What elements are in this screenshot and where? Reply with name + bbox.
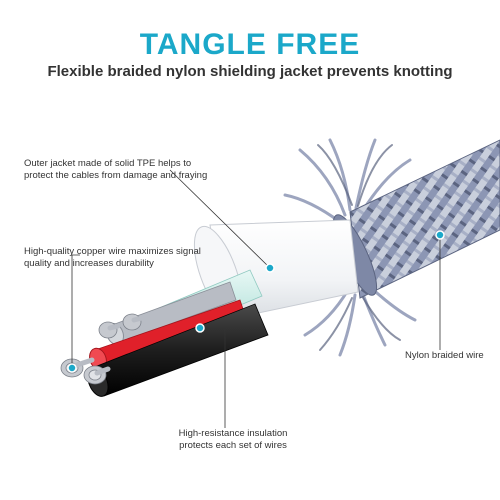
- leader-lines: [71, 169, 441, 428]
- callout-nylon-braid: Nylon braided wire: [405, 350, 484, 361]
- page-subtitle: Flexible braided nylon shielding jacket …: [47, 63, 453, 80]
- leader-dots: [67, 230, 445, 373]
- page-title: TANGLE FREE: [139, 28, 361, 61]
- callout-outer-jacket: Outer jacket made of solid TPE helps to …: [24, 158, 208, 181]
- callout-copper-wire: High-quality copper wire maximizes signa…: [24, 246, 201, 269]
- callout-insulation: High-resistance insulation protects each…: [178, 428, 288, 451]
